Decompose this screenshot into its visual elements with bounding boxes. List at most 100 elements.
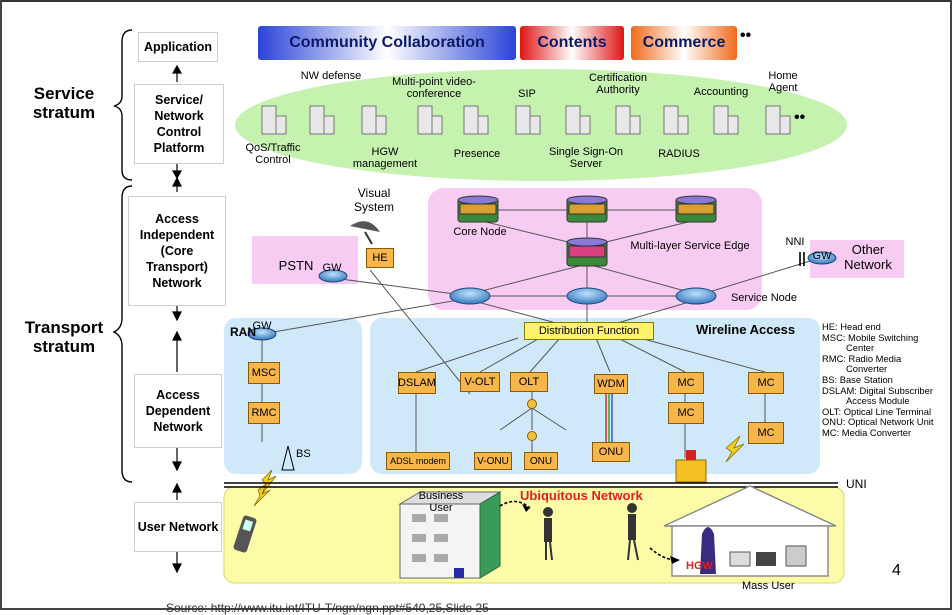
label-user-network: User Network — [134, 502, 222, 552]
server-icon-nw-defense — [309, 105, 335, 135]
label-nni: NNI — [785, 236, 805, 248]
label-gw-ran: GW — [252, 320, 272, 332]
banner-contents-bg — [520, 26, 624, 60]
label-business-user: Business User — [418, 490, 464, 514]
banner-commerce: Commerce — [642, 34, 726, 51]
service-stratum-label: Service stratum — [32, 84, 96, 122]
service-node-1 — [449, 287, 491, 305]
legend-item: MSC: Mobile Switching — [822, 331, 919, 343]
label-certification: Certification Authority — [588, 72, 648, 96]
olt-box: OLT — [510, 372, 548, 392]
legend-item: Center — [846, 342, 875, 354]
core-node-3 — [675, 195, 717, 223]
server-icon-presence — [463, 105, 489, 135]
mc-box-2: MC — [748, 372, 784, 394]
label-accounting: Accounting — [693, 86, 749, 98]
label-sip: SIP — [518, 88, 536, 100]
lightning-icon-handset — [253, 482, 271, 507]
mc-box-3: MC — [668, 402, 704, 424]
person-icon-mobile — [627, 503, 639, 561]
msc-box: MSC — [248, 362, 280, 384]
server-icons — [261, 105, 791, 135]
legend-item: DSLAM: Digital Subscriber — [822, 384, 933, 396]
he-box: HE — [366, 248, 394, 268]
rmc-box: RMC — [248, 402, 280, 424]
left-bracket-transport — [112, 185, 133, 483]
ubiquitous-network-title: Ubiquitous Network — [520, 488, 643, 503]
label-access-dependent: Access Dependent Network — [134, 374, 222, 448]
legend-item: Access Module — [846, 395, 910, 407]
label-service-platform: Service/ Network Control Platform — [134, 84, 224, 164]
dashed-arrow-head-2 — [670, 556, 680, 564]
server-icon-home-agent — [765, 105, 791, 135]
server-icon-accounting — [713, 105, 739, 135]
dashed-arrow-head-1 — [522, 504, 530, 512]
server-icon-hgw — [361, 105, 387, 135]
server-icon-radius — [663, 105, 689, 135]
label-multipoint: Multi-point video-conference — [392, 76, 476, 100]
banner-more-dots: •• — [740, 27, 752, 44]
legend-item: ONU: Optical Network Unit — [822, 416, 934, 428]
left-bracket-service — [113, 29, 133, 181]
legend-item: HE: Head end — [822, 321, 881, 332]
adsl-modem-box: ADSL modem — [386, 452, 450, 470]
slide-top-rule — [0, 0, 952, 2]
core-node-routers — [457, 195, 717, 267]
ran-title: RAN — [230, 325, 256, 339]
banner-commerce-bg — [631, 26, 737, 60]
wireline-region — [370, 318, 820, 474]
business-building-icon — [398, 491, 502, 579]
bs-antenna-icon — [281, 445, 295, 471]
label-home-agent: Home Agent — [768, 70, 798, 94]
volt-box: V-OLT — [460, 372, 500, 392]
transport-stratum-label: Transport stratum — [24, 318, 104, 356]
ran-region — [224, 318, 362, 474]
label-visual-system: Visual System — [353, 186, 394, 214]
nni-marker — [799, 252, 805, 266]
dslam-box: DSLAM — [398, 372, 436, 394]
label-hgw-mgmt: HGW management — [352, 146, 418, 170]
slide-number: 4 — [892, 562, 901, 579]
lightning-icon-wireless — [725, 435, 745, 463]
label-radius: RADIUS — [658, 148, 700, 160]
source-citation: Source: http://www.itu.int/ITU-T/ngn/ngn… — [166, 601, 489, 615]
label-application: Application — [138, 32, 218, 62]
lightning-icons — [253, 435, 745, 507]
vonu-box: V-ONU — [474, 452, 512, 470]
red-button-device-icon — [675, 450, 707, 483]
legend-item: BS: Base Station — [822, 373, 893, 385]
label-gw-left: GW — [322, 262, 342, 274]
service-node-2 — [566, 287, 608, 305]
label-presence: Presence — [453, 148, 501, 160]
label-qos: QoS/Traffic Control — [245, 142, 301, 166]
splitter-dot-2 — [527, 431, 537, 441]
service-node-3 — [675, 287, 717, 305]
onu-box-1: ONU — [524, 452, 558, 470]
banner-community-bg — [258, 26, 516, 60]
person-icon-business — [543, 507, 553, 561]
mass-user-house-icon — [663, 485, 837, 577]
server-icon-qos — [261, 105, 287, 135]
gw-router-ran — [247, 327, 277, 341]
mc-box-4: MC — [748, 422, 784, 444]
gw-router-left — [318, 269, 348, 283]
core-node-2 — [566, 195, 608, 223]
core-node-1 — [457, 195, 499, 223]
legend-item: MC: Media Converter — [822, 426, 912, 438]
server-icon-sso — [565, 105, 591, 135]
wireline-title: Wireline Access — [696, 322, 796, 337]
mc-box-1: MC — [668, 372, 704, 394]
label-access-independent: Access Independent (Core Transport) Netw… — [128, 196, 226, 306]
label-mass-user: Mass User — [742, 580, 795, 592]
service-cloud — [235, 69, 847, 181]
label-bs: BS — [296, 448, 311, 460]
servers-more-dots: •• — [794, 109, 806, 126]
service-node-routers — [247, 251, 837, 341]
gw-router-right — [807, 251, 837, 265]
banner-contents: Contents — [537, 34, 607, 51]
banner-community: Community Collaboration — [289, 34, 485, 51]
label-uni: UNI — [846, 477, 867, 491]
left-arrows — [171, 64, 183, 574]
label-core-node: Core Node — [453, 226, 507, 238]
